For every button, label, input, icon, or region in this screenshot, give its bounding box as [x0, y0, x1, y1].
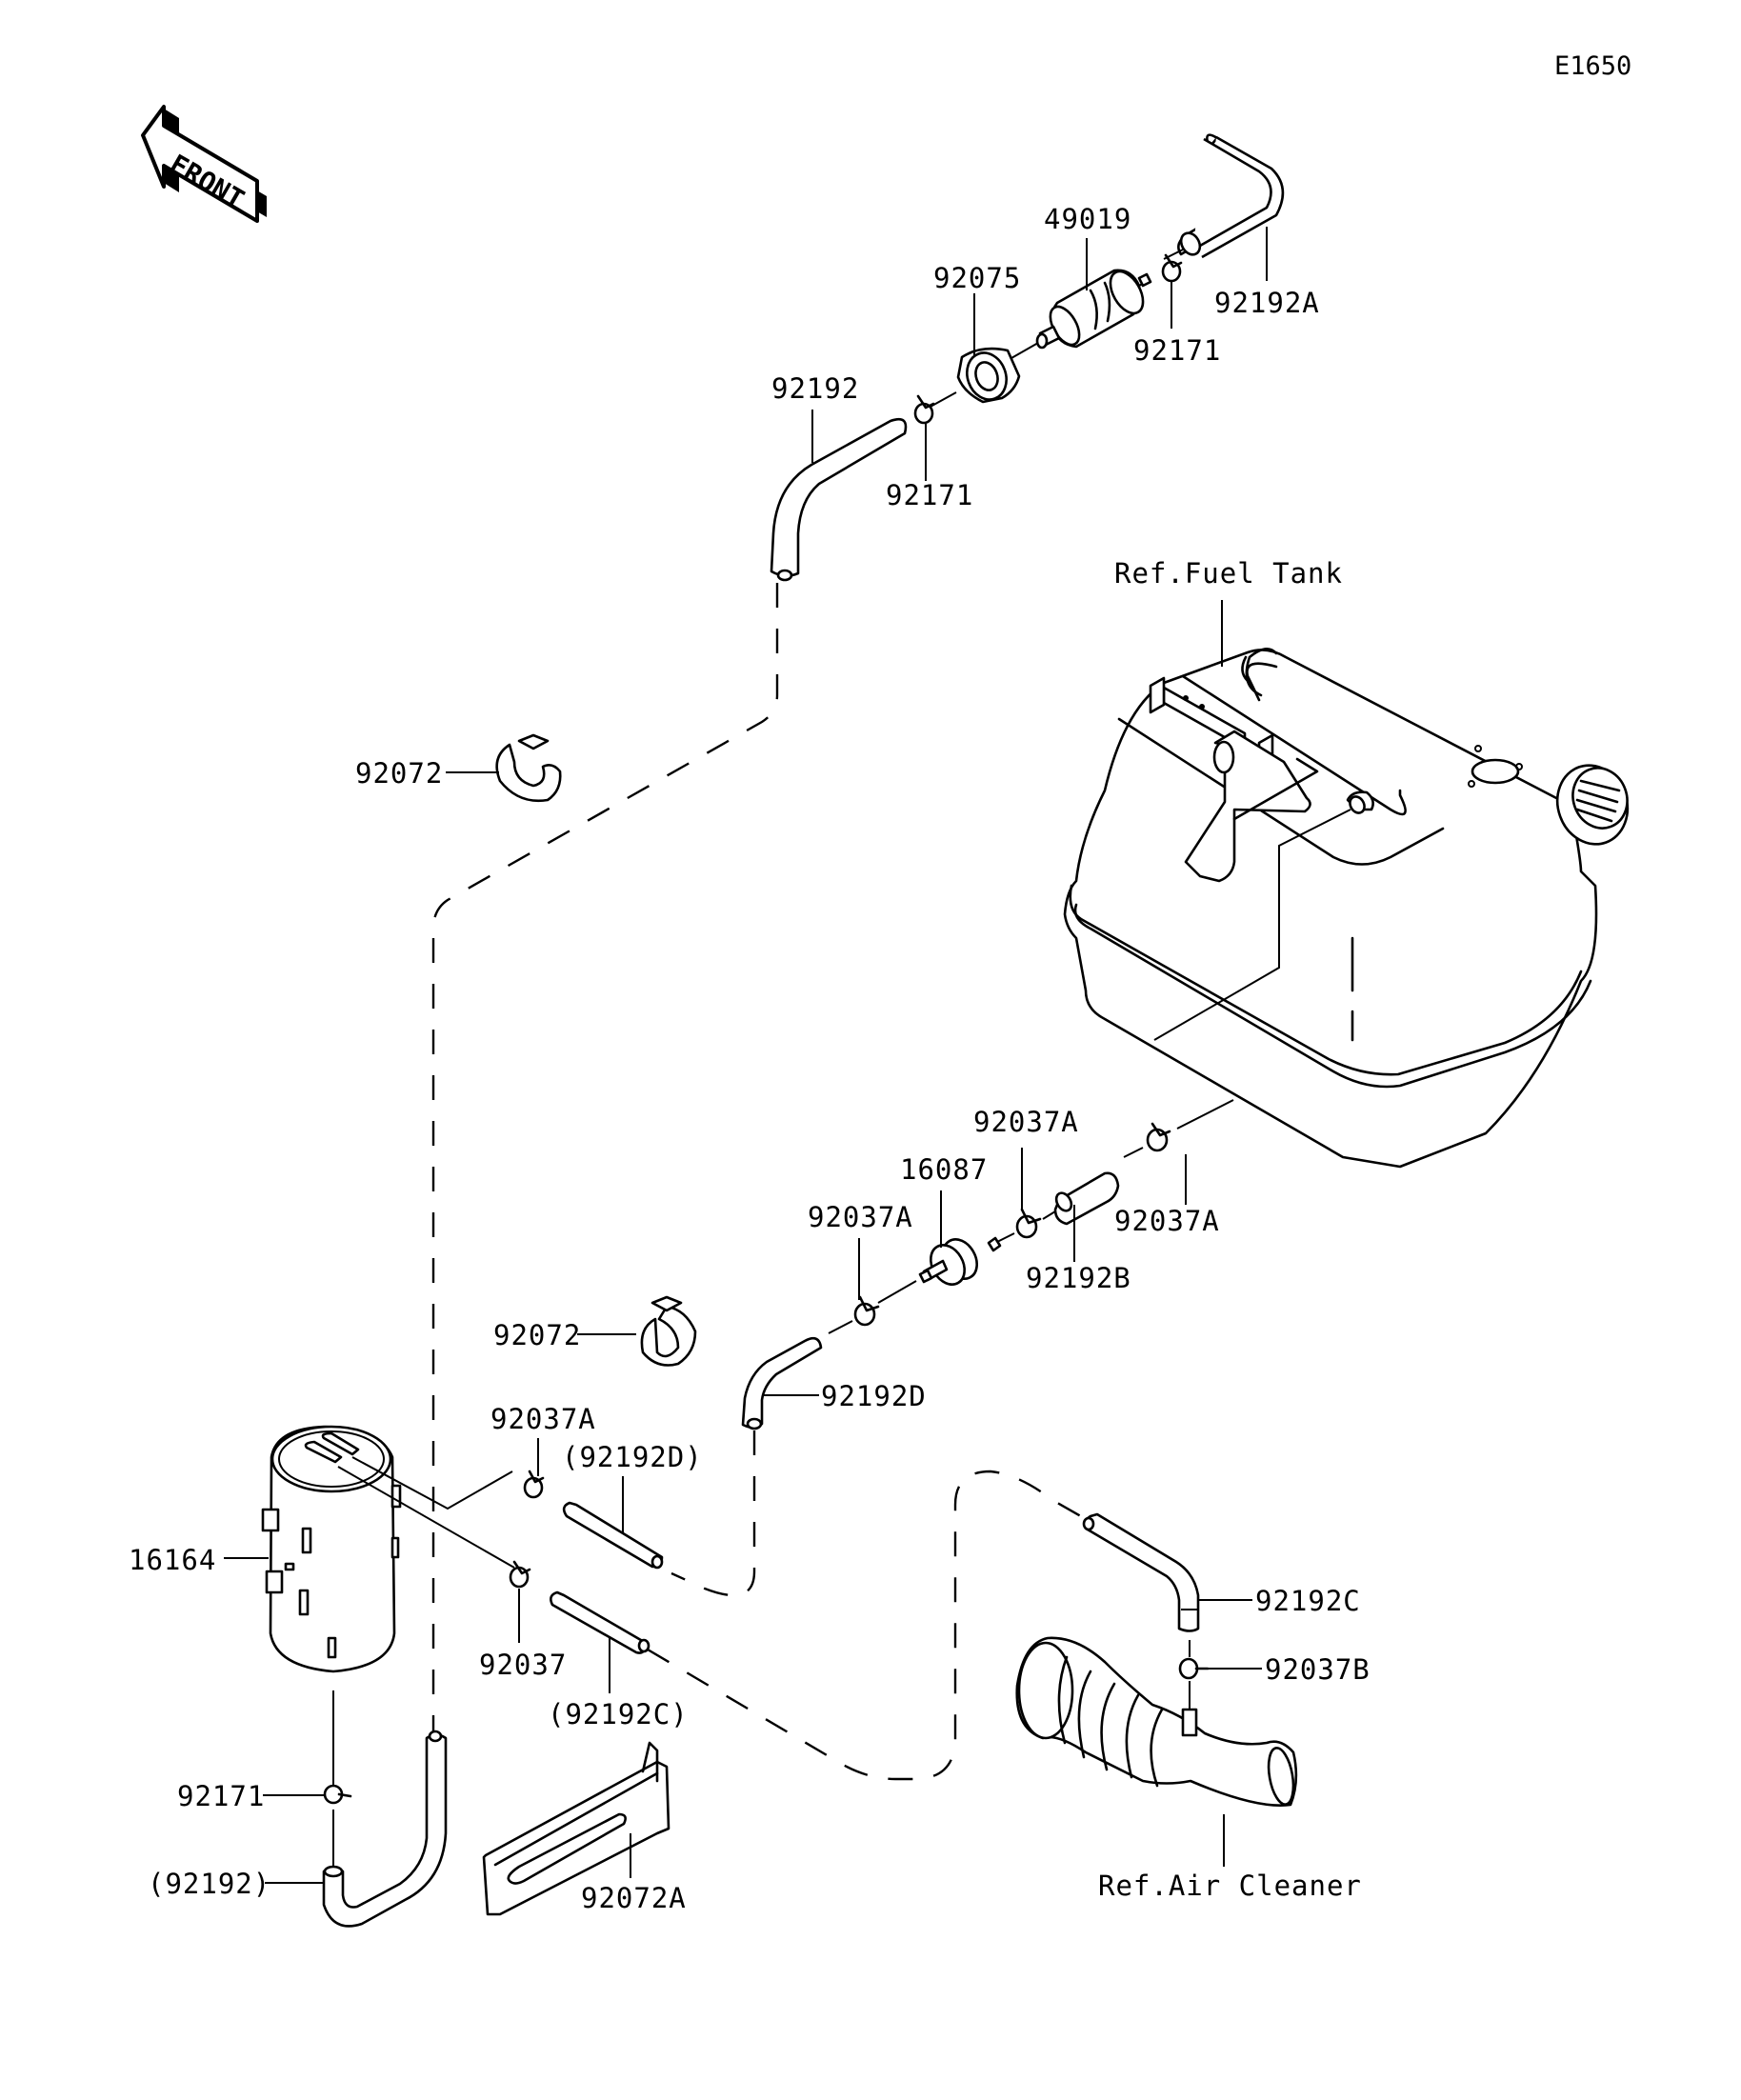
band-clamp-92072-upper[interactable] — [495, 733, 562, 803]
route-line — [1123, 1147, 1144, 1158]
hose-92192D-paren[interactable] — [562, 1501, 664, 1570]
hose-92192B[interactable] — [1053, 1171, 1120, 1226]
hose-92192D[interactable] — [741, 1336, 823, 1430]
check-valve-16087[interactable] — [918, 1233, 1002, 1290]
clamp-92037B[interactable] — [1178, 1657, 1210, 1680]
route-line — [877, 1280, 917, 1304]
label-92037A-center[interactable]: 92037A — [973, 1106, 1079, 1138]
label-16087[interactable]: 16087 — [900, 1153, 988, 1186]
hose-92192A[interactable] — [1177, 133, 1285, 259]
label-92072A[interactable]: 92072A — [581, 1882, 687, 1914]
label-92192C-paren[interactable]: (92192C) — [548, 1698, 689, 1730]
clamp-92037[interactable] — [509, 1560, 531, 1589]
strap-92072A[interactable] — [482, 1741, 670, 1916]
route-line — [1176, 1099, 1234, 1130]
grommet-92075[interactable] — [956, 347, 1021, 406]
hose-92192-paren[interactable] — [322, 1730, 448, 1928]
clamp-92037A-center[interactable] — [1015, 1208, 1042, 1239]
clamp-92171-bottom[interactable] — [323, 1784, 352, 1805]
band-clamp-92072-lower[interactable] — [640, 1295, 697, 1367]
label-92192A[interactable]: 92192A — [1214, 287, 1320, 319]
label-92192D-paren[interactable]: (92192D) — [562, 1441, 703, 1473]
label-92037A-canister[interactable]: 92037A — [490, 1403, 596, 1435]
front-arrow-icon: FRONT — [141, 105, 267, 223]
clamp-92171-top[interactable] — [1161, 253, 1183, 283]
label-92192-top[interactable]: 92192 — [771, 372, 859, 405]
label-92072-lower[interactable]: 92072 — [493, 1319, 581, 1351]
label-92192C[interactable]: 92192C — [1255, 1585, 1361, 1617]
label-92192B[interactable]: 92192B — [1026, 1262, 1131, 1294]
route-line — [828, 1320, 853, 1334]
label-92037[interactable]: 92037 — [479, 1649, 567, 1681]
route-line — [1153, 809, 1351, 1041]
label-92192D[interactable]: 92192D — [821, 1380, 927, 1412]
route-line-92192C — [647, 1470, 1087, 1781]
canister-16164[interactable] — [261, 1425, 402, 1673]
label-92171-bottom[interactable]: 92171 — [177, 1780, 265, 1812]
route-line — [1011, 342, 1039, 359]
clamp-92037A-right[interactable] — [1146, 1122, 1171, 1152]
route-line — [1042, 1210, 1056, 1220]
route-line-upper-hose — [431, 583, 779, 1743]
route-line — [337, 1466, 515, 1569]
air-cleaner-reference[interactable] — [1015, 1636, 1298, 1807]
fuel-filter-49019[interactable] — [1035, 266, 1152, 350]
label-49019[interactable]: 49019 — [1044, 203, 1131, 235]
label-16164[interactable]: 16164 — [129, 1544, 216, 1576]
hose-92192-top[interactable] — [770, 417, 908, 582]
clamp-92037A-canister[interactable] — [523, 1470, 545, 1499]
ref-fuel-tank-label[interactable]: Ref.Fuel Tank — [1114, 557, 1343, 590]
route-line — [351, 1456, 513, 1510]
clamp-92037A-left[interactable] — [853, 1295, 880, 1327]
fuel-tank-reference[interactable] — [1063, 648, 1638, 1169]
label-92072-upper[interactable]: 92072 — [355, 757, 443, 790]
label-92075[interactable]: 92075 — [933, 262, 1021, 294]
hose-92192C[interactable] — [1082, 1512, 1200, 1632]
label-92171-top[interactable]: 92171 — [1133, 334, 1221, 367]
label-92037A-right[interactable]: 92037A — [1114, 1205, 1220, 1237]
drawing-code: E1650 — [1554, 51, 1631, 81]
route-line-92192D — [670, 1430, 756, 1597]
label-92192-paren[interactable]: (92192) — [148, 1868, 270, 1900]
label-92037B[interactable]: 92037B — [1265, 1653, 1371, 1686]
ref-air-cleaner-label[interactable]: Ref.Air Cleaner — [1098, 1870, 1362, 1902]
hose-92192C-paren[interactable] — [550, 1590, 650, 1654]
label-92171-mid[interactable]: 92171 — [886, 479, 973, 511]
label-92037A-left[interactable]: 92037A — [808, 1201, 913, 1233]
clamp-92171-mid[interactable] — [913, 394, 935, 425]
